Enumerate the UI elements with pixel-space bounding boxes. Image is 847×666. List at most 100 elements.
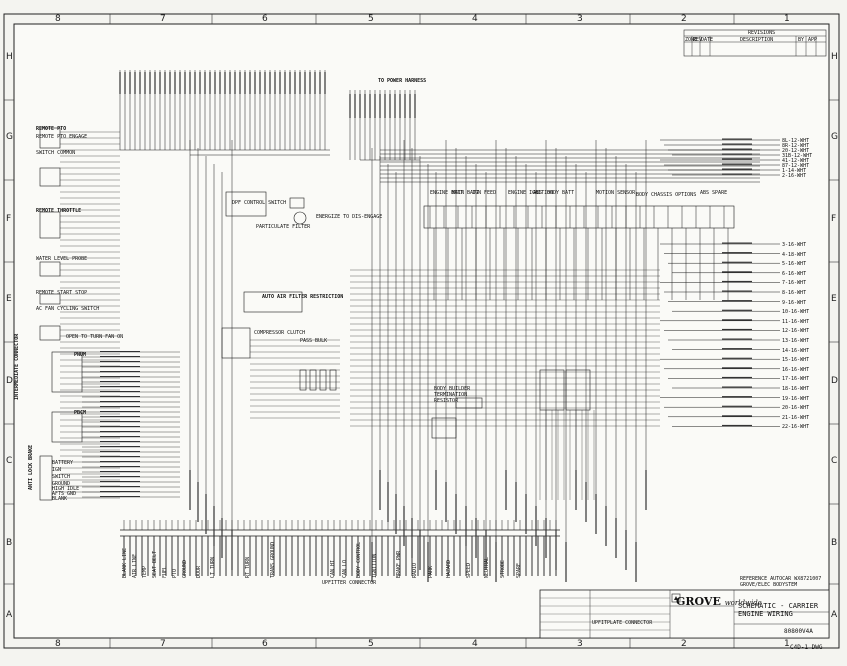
- bottom-connector-label: RT TURN: [245, 556, 251, 578]
- zone-col-4-top: 4: [472, 14, 478, 24]
- wire-label-mark: [339, 536, 341, 576]
- wire-label-mark: [264, 72, 266, 94]
- label-remote-pto-engage: REMOTE PTO ENGAGE: [36, 134, 88, 140]
- drawing-number: 80800V4A: [784, 628, 813, 635]
- wire-label-mark: [423, 536, 425, 576]
- wire-label-mark: [100, 456, 140, 457]
- wire-label-mark: [100, 381, 140, 382]
- label-body-batt: BODY BATT: [547, 190, 575, 196]
- label-switch-afts-gnd: AFTS GND: [52, 491, 77, 497]
- wire-label-mark: [314, 72, 316, 94]
- right-wire-code: 8R-12-WHT: [782, 143, 810, 149]
- wire-label-mark: [315, 536, 317, 576]
- wire-label-mark: [722, 163, 752, 165]
- wire-label-mark: [595, 494, 597, 534]
- label-energize: ENERGIZE TO DIS-ENGAGE: [316, 214, 383, 220]
- wire-label-mark: [100, 351, 140, 352]
- wire-label-mark: [369, 94, 371, 118]
- wire-label-mark: [555, 536, 557, 576]
- wire-label-mark: [483, 536, 485, 576]
- wire-label-mark: [100, 441, 140, 442]
- wire-label-mark: [445, 482, 447, 522]
- wire-label-mark: [471, 536, 473, 576]
- wire-label-mark: [722, 309, 752, 311]
- wire-label-mark: [100, 476, 140, 477]
- wire-label-mark: [417, 536, 419, 576]
- label-particulate-filter: PARTICULATE FILTER: [256, 224, 311, 230]
- wire-label-mark: [144, 72, 146, 94]
- right-wire-code: 20-12-WHT: [782, 148, 810, 154]
- wire-label-mark: [427, 542, 429, 582]
- wire-label-mark: [219, 72, 221, 94]
- component-box: [243, 291, 303, 313]
- wire-label-mark: [349, 94, 351, 118]
- wire-label-mark: [274, 72, 276, 94]
- zone-col-5-top: 5: [368, 14, 374, 24]
- right-wire-code: 9-16-WHT: [782, 299, 807, 306]
- revisions-col-app: APP: [808, 37, 818, 43]
- component-box: [455, 397, 483, 409]
- wire-label-mark: [722, 396, 752, 398]
- wire-label-mark: [225, 536, 227, 576]
- wire-label-mark: [384, 94, 386, 118]
- wire-label-mark: [100, 491, 140, 492]
- reference-line-2: GROVE/ELEC BODYSTEM: [740, 582, 798, 588]
- label-remote-throttle: REMOTE THROTTLE: [36, 208, 82, 214]
- bottom-connector-label: LT TURN: [210, 556, 216, 578]
- wire-label-mark: [403, 506, 405, 546]
- wire-label-mark: [184, 72, 186, 94]
- label-switch-ign: IGN: [52, 467, 62, 473]
- wire-label-mark: [455, 494, 457, 534]
- wire-label-mark: [722, 261, 752, 263]
- wire-label-mark: [195, 536, 197, 576]
- wire-label-mark: [285, 536, 287, 576]
- wire-label-mark: [722, 338, 752, 340]
- wire-label-mark: [321, 536, 323, 576]
- wire-label-mark: [294, 72, 296, 94]
- wire-label-mark: [575, 470, 577, 510]
- wire-label-mark: [531, 536, 533, 576]
- wire-label-mark: [209, 72, 211, 94]
- wire-label-mark: [722, 138, 752, 140]
- wire-label-mark: [722, 405, 752, 407]
- wire-label-mark: [291, 536, 293, 576]
- zone-row-F-left: F: [6, 214, 12, 224]
- label-switch-high-idle: HIGH IDLE: [52, 486, 80, 492]
- wire-label-mark: [399, 536, 401, 576]
- label-open-fan: OPEN TO TURN FAN ON: [66, 334, 124, 340]
- wire-label-mark: [333, 536, 335, 576]
- reference-line-1: REFERENCE AUTOCAR WX8721007: [740, 576, 822, 582]
- wire-label-mark: [309, 72, 311, 94]
- bottom-connector-label: SPEED: [466, 562, 472, 578]
- wire-label-mark: [189, 470, 191, 510]
- wire-label-mark: [100, 436, 140, 437]
- component-box: [221, 327, 251, 359]
- wire-label-mark: [475, 518, 477, 558]
- label-switch-switch: SWITCH: [52, 474, 71, 480]
- wire-label-mark: [722, 348, 752, 350]
- label-pass-bulk: PASS BULK: [300, 338, 328, 344]
- wire-label-mark: [414, 94, 416, 118]
- wire-label-mark: [549, 536, 551, 576]
- bottom-connector-label: HAZARD: [446, 559, 452, 578]
- zone-row-D-right: D: [831, 376, 838, 386]
- zone-col-6-bottom: 6: [262, 639, 268, 649]
- wire-label-mark: [722, 300, 752, 302]
- wire-label-mark: [447, 536, 449, 576]
- label-pbcm: PBCM: [74, 410, 87, 416]
- wire-label-mark: [722, 376, 752, 379]
- wire-label-mark: [351, 536, 353, 576]
- wire-label-mark: [229, 72, 231, 94]
- company-name: GROVE: [676, 595, 721, 608]
- right-wire-code: 20-16-WHT: [782, 405, 810, 412]
- wire-label-mark: [722, 158, 752, 160]
- label-switch-battery: BATTERY: [52, 460, 74, 466]
- wire-label-mark: [299, 72, 301, 94]
- zone-row-C-left: C: [6, 456, 13, 466]
- wire-label-mark: [429, 536, 431, 576]
- label-remote-pto: REMOTE PTO: [36, 126, 67, 132]
- wire-label-mark: [199, 72, 201, 94]
- wire-label-mark: [100, 406, 140, 407]
- wire-label-mark: [100, 461, 140, 462]
